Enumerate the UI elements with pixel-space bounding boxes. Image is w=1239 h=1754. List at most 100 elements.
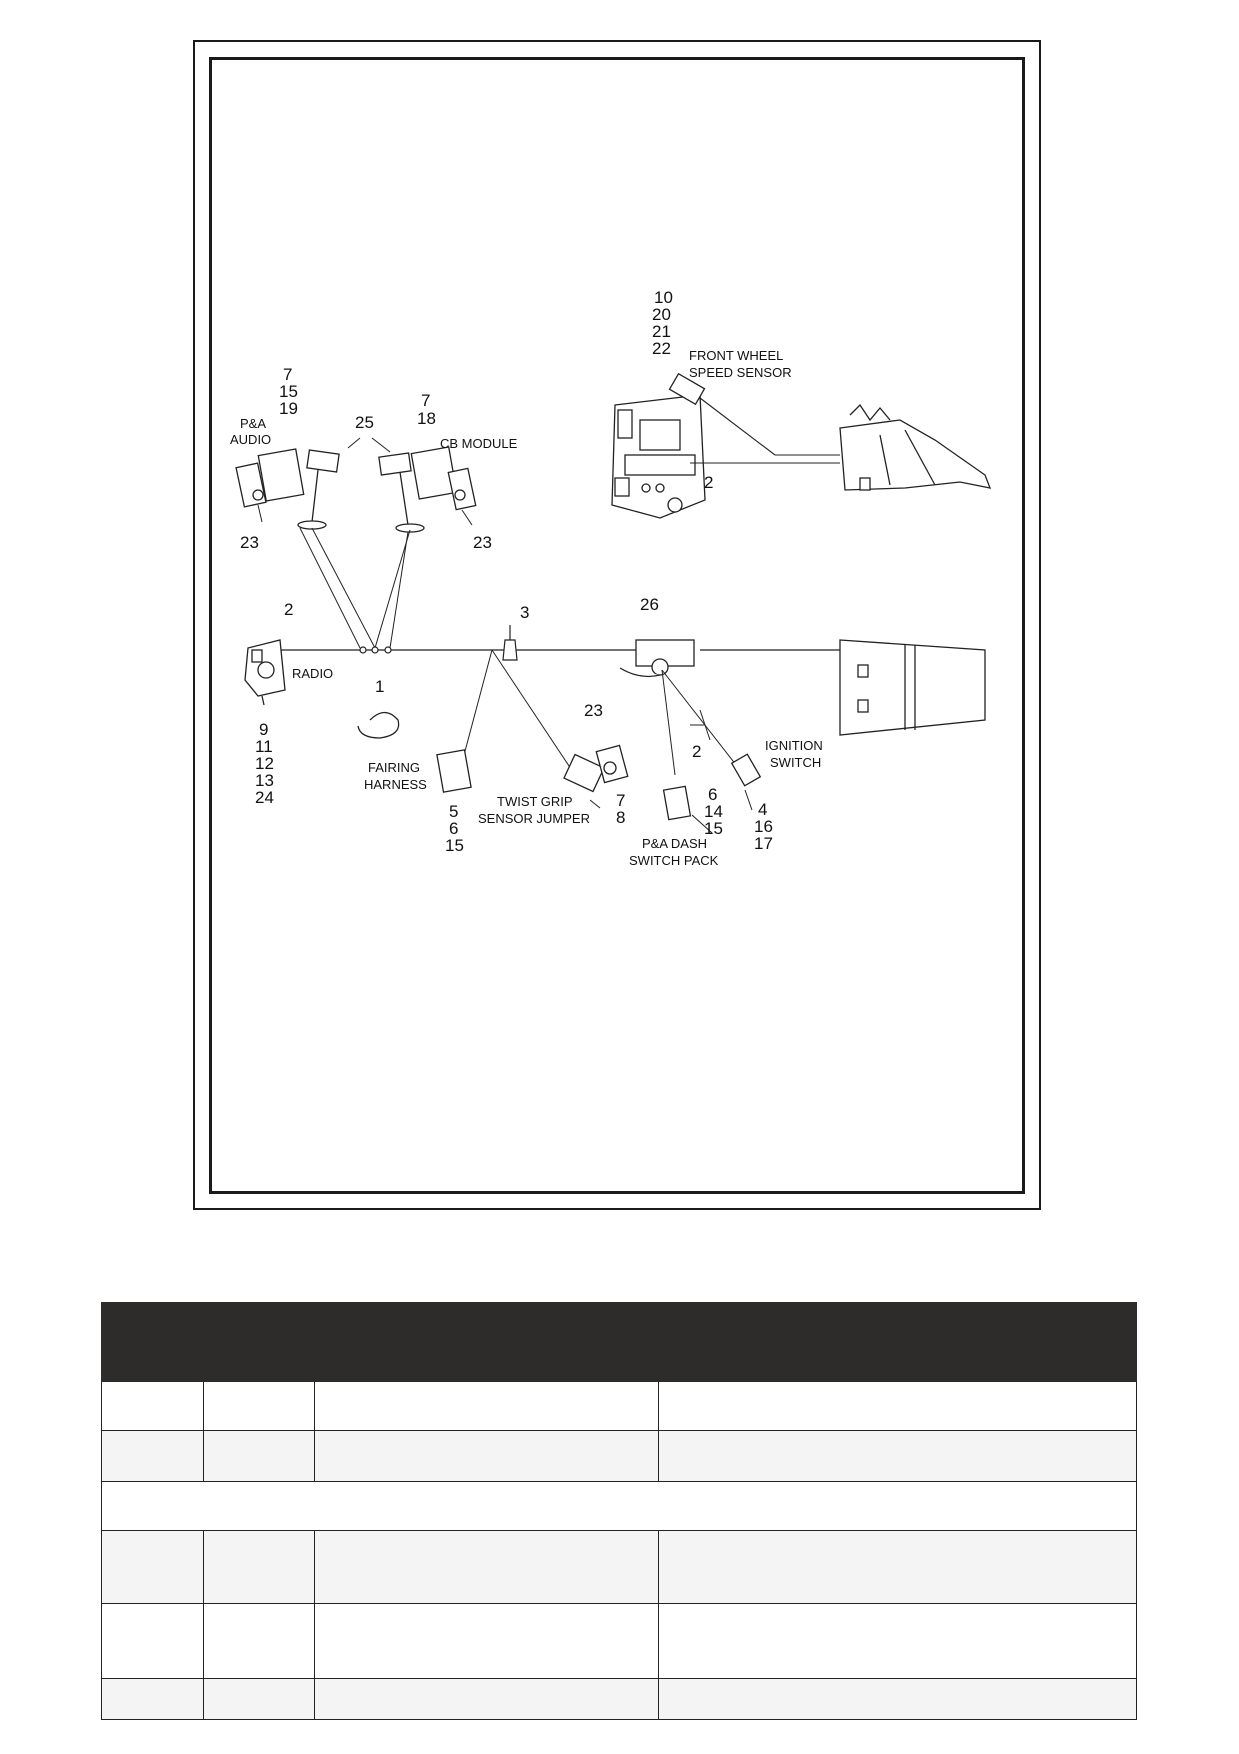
lower-fork-housing [839, 639, 986, 736]
callout-fw-2: 20 [652, 305, 671, 324]
table-cell [314, 1430, 659, 1482]
table-cell [658, 1678, 1137, 1720]
table-cell [101, 1430, 204, 1482]
speed-sensor-wire [690, 397, 840, 464]
callout-ign-2: 16 [754, 817, 773, 836]
callout-26: 26 [640, 595, 659, 614]
callout-twist-2: 8 [616, 808, 625, 827]
table-cell [203, 1678, 315, 1720]
table-row [101, 1678, 1137, 1720]
table-cell [314, 1678, 659, 1720]
table-cell [314, 1381, 659, 1431]
header-cell-2 [203, 1302, 315, 1382]
callout-ign-3: 17 [754, 834, 773, 853]
callout-radio-1: 9 [259, 720, 268, 739]
callout-radio-2: 11 [255, 737, 273, 756]
callout-fw-3: 21 [652, 322, 671, 341]
table-section-row [101, 1481, 1137, 1531]
header-cell-1 [101, 1302, 204, 1382]
cable-clips-25 [297, 449, 425, 533]
callout-fw-4: 22 [652, 339, 671, 358]
callout-numbers: 10 20 21 22 2 7 15 19 25 7 18 23 23 2 3 … [240, 288, 773, 855]
upper-fork-housing [839, 403, 992, 491]
table-cell [658, 1530, 1137, 1604]
label-twist-grip-line2: SENSOR JUMPER [478, 811, 590, 826]
callout-fairing-1: 5 [449, 802, 458, 821]
label-fairing-line1: FAIRING [368, 760, 420, 775]
table-section-cell [101, 1481, 1137, 1531]
label-radio: RADIO [292, 666, 333, 681]
label-fairing-line2: HARNESS [364, 777, 427, 792]
table-cell [314, 1603, 659, 1679]
table-cell [203, 1530, 315, 1604]
label-front-wheel-line2: SPEED SENSOR [689, 365, 792, 380]
diagram-inner-frame [209, 57, 1025, 1194]
callout-audio-2: 15 [279, 382, 298, 401]
callout-radio-4: 13 [255, 771, 274, 790]
label-ignition-line2: SWITCH [770, 755, 821, 770]
callout-dash-1: 6 [708, 785, 717, 804]
cb-module-connectors [410, 446, 477, 511]
callout-audio-1: 7 [283, 365, 292, 384]
header-cell-3 [314, 1302, 659, 1382]
callout-cb-1: 7 [421, 391, 430, 410]
callout-2-mid: 2 [692, 742, 701, 761]
callout-1: 1 [375, 677, 384, 696]
callout-23-twist: 23 [584, 701, 603, 720]
fork-bracket-assembly [611, 372, 706, 519]
diagram-outer-frame [193, 40, 1041, 1210]
table-row [101, 1603, 1137, 1679]
callout-audio-3: 19 [279, 399, 298, 418]
callout-radio-3: 12 [255, 754, 274, 773]
table-cell [101, 1678, 204, 1720]
callout-fairing-3: 15 [445, 836, 464, 855]
callout-ign-1: 4 [758, 800, 767, 819]
callout-radio-5: 24 [255, 788, 274, 807]
table-cell [203, 1430, 315, 1482]
table-cell [101, 1603, 204, 1679]
table-row [101, 1430, 1137, 1482]
callout-3: 3 [520, 603, 529, 622]
table-cell [658, 1603, 1137, 1679]
harness-clips [359, 625, 518, 661]
table-cell [101, 1530, 204, 1604]
callout-23-right: 23 [473, 533, 492, 552]
label-twist-grip-line1: TWIST GRIP [497, 794, 573, 809]
table-row [101, 1381, 1137, 1431]
table-cell [314, 1530, 659, 1604]
parts-table [101, 1302, 1137, 1720]
lower-connectors [436, 744, 762, 821]
callout-twist-1: 7 [616, 791, 625, 810]
callout-dash-2: 14 [704, 802, 723, 821]
table-cell [203, 1603, 315, 1679]
label-ignition-line1: IGNITION [765, 738, 823, 753]
callout-2-radio: 2 [284, 600, 293, 619]
callout-25: 25 [355, 413, 374, 432]
label-front-wheel-line1: FRONT WHEEL [689, 348, 783, 363]
table-header-row [101, 1302, 1137, 1382]
lower-branches [459, 649, 753, 834]
label-pa-audio-line1: P&A [240, 416, 266, 431]
table-cell [101, 1381, 204, 1431]
callout-23-left: 23 [240, 533, 259, 552]
callout-fw-bracket-2: 2 [704, 473, 713, 492]
radio-unit [244, 639, 286, 706]
callout-fairing-2: 6 [449, 819, 458, 838]
label-pa-audio-line2: AUDIO [230, 432, 271, 447]
callout-fw-1: 10 [654, 288, 673, 307]
pa-audio-connectors [235, 448, 305, 508]
table-row [101, 1530, 1137, 1604]
label-pa-dash-line2: SWITCH PACK [629, 853, 719, 868]
cable-tie [357, 711, 400, 739]
leader-lines-upper [257, 437, 473, 649]
harness-junction [619, 639, 695, 678]
callout-cb-2: 18 [417, 409, 436, 428]
header-cell-4 [658, 1302, 1137, 1382]
table-cell [658, 1430, 1137, 1482]
table-cell [203, 1381, 315, 1431]
callout-dash-3: 15 [704, 819, 723, 838]
label-cb-module: CB MODULE [440, 436, 518, 451]
label-pa-dash-line1: P&A DASH [642, 836, 707, 851]
component-labels: FRONT WHEEL SPEED SENSOR P&A AUDIO CB MO… [230, 348, 823, 868]
